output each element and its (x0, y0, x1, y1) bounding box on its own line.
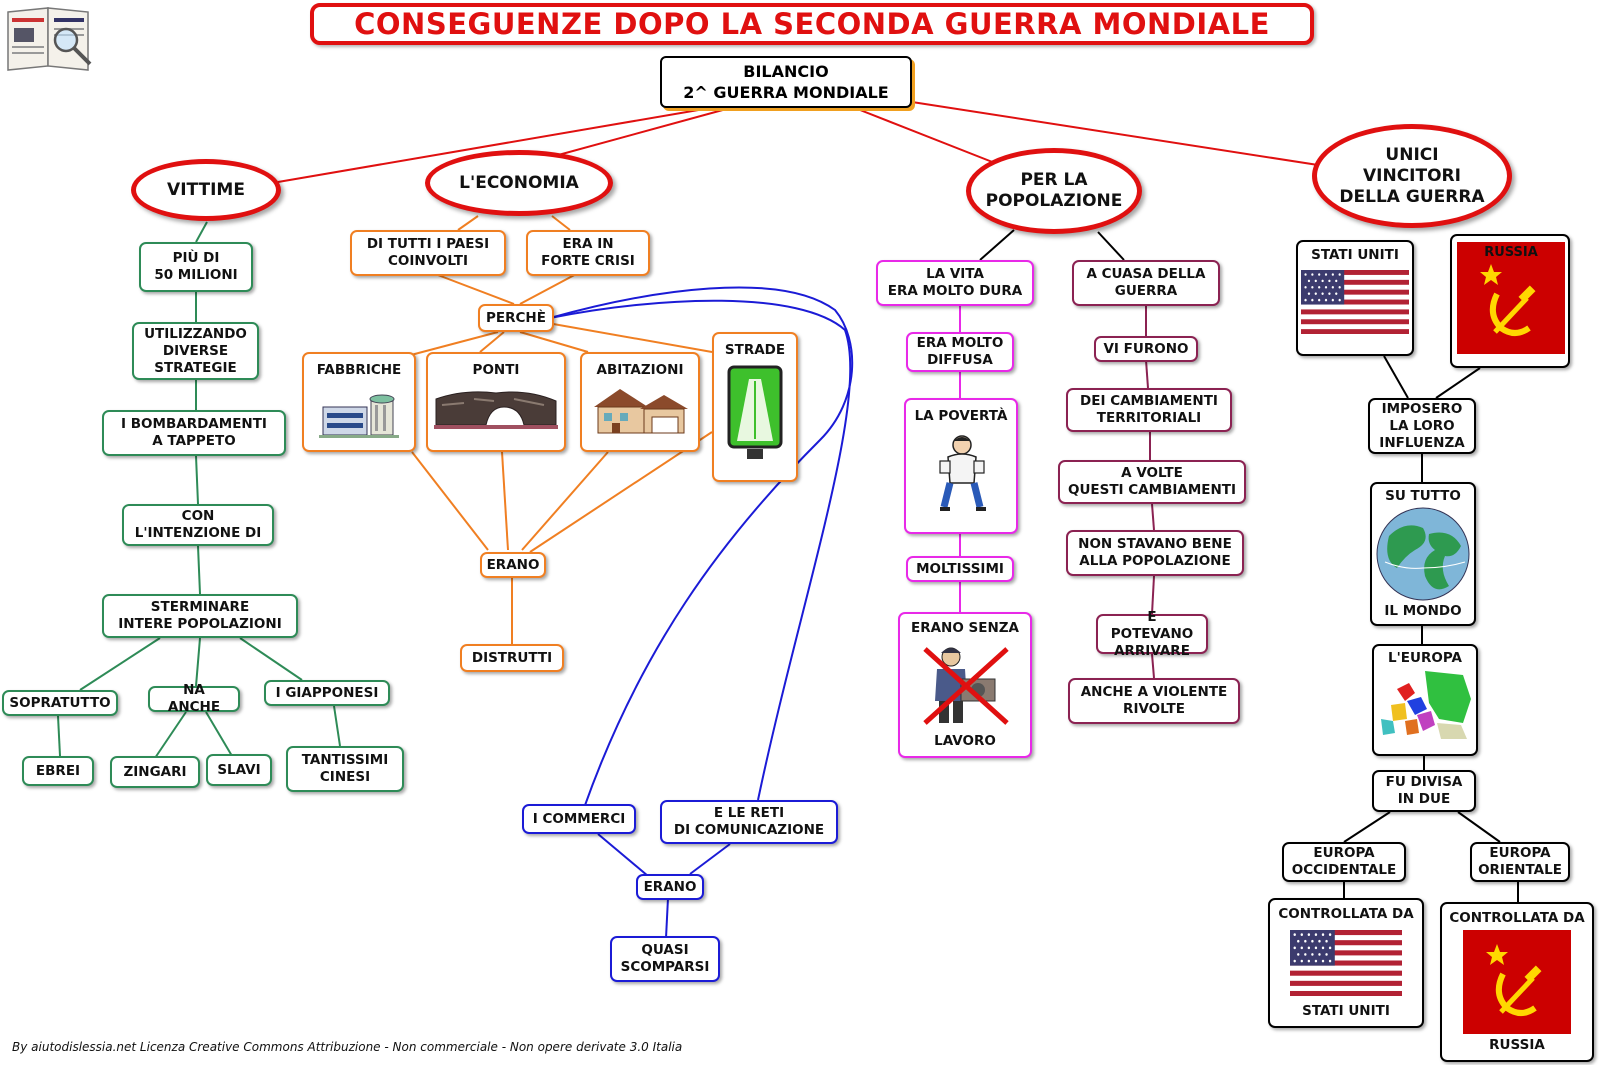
node-bombardamenti: I BOMBARDAMENTI A TAPPETO (102, 410, 286, 456)
ussr-flag-icon: RUSSIA (1457, 242, 1565, 354)
label-lavoro: LAVORO (934, 733, 996, 749)
europe-map-icon (1377, 669, 1473, 741)
node-piu-di-50-milioni: PIÙ DI 50 MILIONI (139, 242, 253, 292)
oval-economia: L'ECONOMIA (425, 150, 613, 216)
ussr-flag-icon-2 (1463, 930, 1571, 1034)
label-russia-2: RUSSIA (1489, 1037, 1545, 1053)
node-utilizzando-strategie: UTILIZZANDO DIVERSE STRATEGIE (132, 322, 259, 380)
node-erano-economia: ERANO (480, 552, 546, 578)
node-commerci: I COMMERCI (522, 804, 636, 834)
node-slavi: SLAVI (206, 754, 272, 786)
node-a-volte: A VOLTE QUESTI CAMBIAMENTI (1058, 460, 1246, 504)
node-sterminare: STERMINARE INTERE POPOLAZIONI (102, 594, 298, 638)
node-giapponesi: I GIAPPONESI (264, 680, 390, 706)
page-title: CONSEGUENZE DOPO LA SECONDA GUERRA MONDI… (310, 3, 1314, 45)
label-controllata-da-2: CONTROLLATA DA (1449, 910, 1585, 926)
node-ponti: PONTI (426, 352, 566, 452)
oval-popolazione: PER LA POPOLAZIONE (966, 148, 1142, 234)
node-ebrei: EBREI (22, 756, 94, 786)
node-tantissimi-cinesi: TANTISSIMI CINESI (286, 746, 404, 792)
node-vita-dura: LA VITA ERA MOLTO DURA (876, 260, 1034, 306)
node-tutti-paesi: DI TUTTI I PAESI COINVOLTI (350, 230, 506, 276)
node-quasi-scomparsi: QUASI SCOMPARSI (610, 936, 720, 982)
oval-vincitori: UNICI VINCITORI DELLA GUERRA (1312, 124, 1512, 228)
label-abitazioni: ABITAZIONI (596, 362, 684, 378)
node-potevano-arrivare: E POTEVANO ARRIVARE (1096, 609, 1208, 659)
node-moltissimi: MOLTISSIMI (906, 556, 1014, 582)
node-violente-rivolte: ANCHE A VIOLENTE RIVOLTE (1068, 678, 1240, 724)
node-intenzione: CON L'INTENZIONE DI (122, 504, 274, 546)
node-su-tutto-il-mondo: SU TUTTO IL MONDO (1370, 482, 1476, 626)
usa-flag-icon (1301, 270, 1409, 334)
node-vi-furono: VI FURONO (1094, 336, 1198, 362)
node-poverta: LA POVERTÀ (904, 398, 1018, 534)
node-zingari: ZINGARI (110, 756, 200, 788)
node-europa-occidentale: EUROPA OCCIDENTALE (1282, 842, 1406, 882)
node-cambiamenti-territoriali: DEI CAMBIAMENTI TERRITORIALI (1066, 388, 1232, 432)
node-perche: PERCHÈ (478, 304, 554, 332)
node-reti-comunicazione: E LE RETI DI COMUNICAZIONE (660, 800, 838, 844)
bridge-icon (434, 391, 558, 429)
worker-crossed-icon (923, 647, 1009, 725)
node-sopratutto: SOPRATUTTO (2, 690, 118, 716)
label-stati-uniti: STATI UNITI (1311, 247, 1399, 263)
label-europa: L'EUROPA (1388, 650, 1462, 666)
label-poverta: LA POVERTÀ (914, 408, 1008, 424)
book-magnifier-icon (4, 4, 96, 72)
node-strade: STRADE (712, 332, 798, 482)
root-line1: BILANCIO (743, 62, 829, 81)
factory-icon (319, 394, 399, 438)
house-icon (594, 389, 688, 434)
node-na-anche: NA ANCHE (148, 682, 240, 715)
label-erano-senza: ERANO SENZA (910, 620, 1020, 636)
node-erano-commerci: ERANO (636, 874, 704, 900)
node-stati-uniti: STATI UNITI (1296, 240, 1414, 356)
label-russia: RUSSIA (1484, 245, 1538, 260)
node-russia: RUSSIA (1450, 234, 1570, 368)
node-abitazioni: ABITAZIONI (580, 352, 700, 452)
poor-man-icon (939, 435, 986, 511)
road-sign-icon (727, 365, 783, 459)
node-europa: L'EUROPA (1372, 644, 1478, 756)
label-il-mondo: IL MONDO (1384, 603, 1462, 619)
label-stati-uniti-2: STATI UNITI (1302, 1003, 1390, 1019)
node-causa-guerra: A CUASA DELLA GUERRA (1072, 260, 1220, 306)
usa-flag-icon-2 (1290, 930, 1402, 996)
node-forte-crisi: ERA IN FORTE CRISI (526, 230, 650, 276)
label-ponti: PONTI (472, 362, 520, 378)
node-europa-orientale: EUROPA ORIENTALE (1470, 842, 1570, 882)
root-node: BILANCIO 2^ GUERRA MONDIALE (660, 56, 912, 108)
node-distrutti: DISTRUTTI (460, 644, 564, 672)
node-molto-diffusa: ERA MOLTO DIFFUSA (906, 332, 1014, 372)
node-fabbriche: FABBRICHE (302, 352, 416, 452)
node-imposero-influenza: IMPOSERO LA LORO INFLUENZA (1368, 398, 1476, 454)
node-controllata-stati-uniti: CONTROLLATA DA STATI UNITI (1268, 898, 1424, 1028)
globe-icon (1376, 507, 1470, 601)
label-fabbriche: FABBRICHE (316, 362, 402, 378)
label-controllata-da-1: CONTROLLATA DA (1278, 906, 1414, 922)
label-strade: STRADE (724, 342, 786, 358)
footer-license: By aiutodislessia.net Licenza Creative C… (12, 1040, 683, 1054)
label-su-tutto: SU TUTTO (1385, 488, 1461, 504)
node-erano-senza-lavoro: ERANO SENZA LAVORO (898, 612, 1032, 758)
oval-vittime: VITTIME (131, 159, 281, 221)
root-line2: 2^ GUERRA MONDIALE (683, 83, 889, 102)
node-controllata-russia: CONTROLLATA DA RUSSIA (1440, 902, 1594, 1062)
node-non-stavano-bene: NON STAVANO BENE ALLA POPOLAZIONE (1066, 530, 1244, 576)
node-fu-divisa: FU DIVISA IN DUE (1372, 770, 1476, 812)
